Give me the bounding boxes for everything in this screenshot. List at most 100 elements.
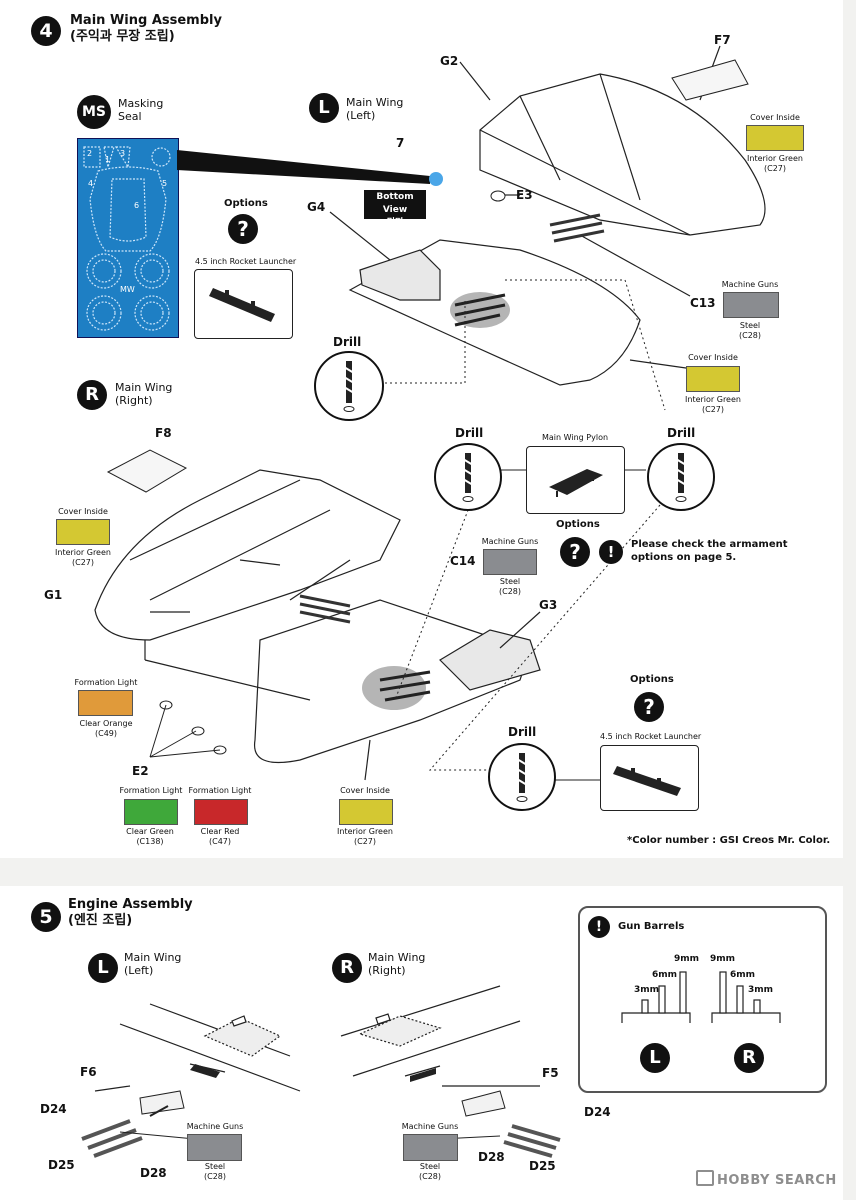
bottom-view-text: Bottom View bbox=[376, 192, 414, 215]
green-name: Clear Green (C138) bbox=[110, 827, 190, 847]
part-g4: G4 bbox=[307, 200, 326, 214]
mg5-r-code: (C28) bbox=[418, 1172, 441, 1181]
part-f8: F8 bbox=[155, 426, 172, 440]
mask-num-6: 6 bbox=[134, 201, 140, 210]
mg5-l-swatch bbox=[187, 1134, 242, 1161]
gun-r-9mm: 9mm bbox=[710, 954, 736, 964]
gun-l-6mm: 6mm bbox=[652, 970, 678, 980]
red-code: (C47) bbox=[208, 837, 231, 846]
options-label-1: Options bbox=[224, 198, 268, 209]
cover-l-code: (C27) bbox=[701, 405, 724, 414]
red-name: Clear Red (C47) bbox=[180, 827, 260, 847]
step5-subtitle-text: (엔진 조립) bbox=[68, 913, 133, 928]
c13-guns bbox=[549, 213, 605, 243]
orange-code: (C49) bbox=[94, 729, 117, 738]
drill-label-1: Drill bbox=[333, 335, 362, 349]
g2-leader bbox=[459, 61, 491, 101]
left-wing-label-4: Main Wing (Left) bbox=[346, 96, 403, 122]
step5-panel: 5 Engine Assembly (엔진 조립) L Main Wing (L… bbox=[0, 886, 843, 1200]
f8-color-text: Interior Green bbox=[55, 548, 111, 557]
bottom-view-tag: Bottom View 밑면 bbox=[364, 190, 426, 228]
f8-color-name: Interior Green (C27) bbox=[43, 548, 123, 568]
red-text: Clear Red bbox=[200, 827, 240, 836]
right-wing-5-title: Main Wing bbox=[368, 951, 426, 964]
options-label-3: Options bbox=[630, 674, 674, 685]
part-e3: E3 bbox=[516, 188, 533, 202]
cover-r-title: Cover Inside bbox=[340, 786, 390, 795]
part-e2: E2 bbox=[132, 764, 149, 778]
drill-icon-2 bbox=[434, 443, 502, 511]
right-wing-badge-5: R bbox=[332, 953, 362, 983]
orange-title: Formation Light bbox=[74, 678, 138, 687]
gun-barrels-badge-r: R bbox=[734, 1043, 764, 1073]
masking-seal-label: Masking Seal bbox=[118, 97, 163, 123]
left-wing-5-title: Main Wing bbox=[124, 951, 182, 964]
gun-barrels-notice-icon: ! bbox=[588, 916, 610, 938]
gun-barrels-drawing bbox=[621, 971, 781, 1023]
mg5-l-code: (C28) bbox=[203, 1172, 226, 1181]
f6-part bbox=[139, 1090, 185, 1115]
left-wing-title: Main Wing bbox=[346, 96, 404, 109]
f7-color-title: Cover Inside bbox=[750, 113, 800, 122]
right-wing-label-4: Main Wing (Right) bbox=[115, 381, 172, 407]
part-f7: F7 bbox=[714, 33, 731, 47]
part-g3: G3 bbox=[539, 598, 558, 612]
masking-shapes bbox=[83, 146, 171, 331]
left-wing-5-side: (Left) bbox=[124, 964, 154, 977]
mg-r-text: Steel bbox=[499, 577, 521, 586]
masking-seal-sheet: 2 1 3 4 5 6 MW bbox=[77, 138, 179, 338]
f7-color-name: Interior Green (C27) bbox=[735, 154, 815, 174]
engine-line-art bbox=[81, 985, 561, 1158]
cover-l-text: Interior Green bbox=[685, 395, 741, 404]
f8-color-title: Cover Inside bbox=[58, 507, 108, 516]
mg-l-name: Steel (C28) bbox=[715, 321, 785, 341]
mg5-r-title: Machine Guns bbox=[401, 1122, 459, 1131]
gun-barrels-box: ! Gun Barrels 9mm 6mm 3mm 9mm 6mm 3mm L … bbox=[578, 906, 827, 1093]
mg5-r-name: Steel (C28) bbox=[395, 1162, 465, 1182]
left-wing-badge-5: L bbox=[88, 953, 118, 983]
c14-guns bbox=[299, 594, 351, 624]
hobby-search-watermark: HOBBY SEARCH bbox=[696, 1170, 837, 1188]
bottom-view-kr: 밑면 bbox=[386, 218, 404, 228]
green-code: (C138) bbox=[136, 837, 164, 846]
f7-color-code: (C27) bbox=[763, 164, 786, 173]
f8-color-swatch bbox=[56, 519, 110, 545]
mask-num-4: 4 bbox=[88, 179, 94, 188]
part-7: 7 bbox=[396, 136, 405, 150]
question-icon-1: ? bbox=[228, 214, 258, 244]
drill-icon-1 bbox=[314, 351, 384, 421]
orange-swatch bbox=[78, 690, 133, 716]
color-number-note: *Color number : GSI Creos Mr. Color. bbox=[627, 835, 831, 846]
cover-r-name: Interior Green (C27) bbox=[325, 827, 405, 847]
f8-cover bbox=[106, 449, 188, 493]
masking-label-1: Masking bbox=[118, 97, 164, 110]
mask-num-1: 1 bbox=[105, 155, 111, 164]
step4-number: 4 bbox=[31, 16, 61, 46]
options-note-text: Please check the armament options on pag… bbox=[631, 539, 788, 563]
rocket-launcher-box-1 bbox=[194, 269, 293, 339]
step5-title-text: Engine Assembly bbox=[68, 897, 193, 912]
step4-subtitle-text: (주익과 무장 조립) bbox=[70, 29, 175, 44]
left-wing-label-5: Main Wing (Left) bbox=[124, 951, 181, 977]
mask-num-3: 3 bbox=[120, 149, 126, 158]
rocket-launcher-box-2 bbox=[600, 745, 699, 811]
left-wing-badge-4: L bbox=[309, 93, 339, 123]
mg-l-code: (C28) bbox=[738, 331, 761, 340]
part-d25-l: D25 bbox=[48, 1158, 75, 1172]
drill-icon-3 bbox=[647, 443, 715, 511]
mg-l-text: Steel bbox=[739, 321, 761, 330]
green-text: Clear Green bbox=[126, 827, 174, 836]
step4-title: Main Wing Assembly (주익과 무장 조립) bbox=[70, 13, 222, 45]
mg-r-name: Steel (C28) bbox=[475, 577, 545, 597]
gun-l-9mm: 9mm bbox=[674, 954, 700, 964]
masking-label-2: Seal bbox=[118, 110, 142, 123]
right-wing-title: Main Wing bbox=[115, 381, 173, 394]
part-d28-r: D28 bbox=[478, 1150, 505, 1164]
question-icon-2: ? bbox=[560, 537, 590, 567]
step5-number: 5 bbox=[31, 902, 61, 932]
red-swatch bbox=[194, 799, 248, 825]
f7-color-swatch bbox=[746, 125, 804, 151]
cover-r-swatch bbox=[339, 799, 393, 825]
right-wing-label-5: Main Wing (Right) bbox=[368, 951, 425, 977]
cover-r-text: Interior Green bbox=[337, 827, 393, 836]
